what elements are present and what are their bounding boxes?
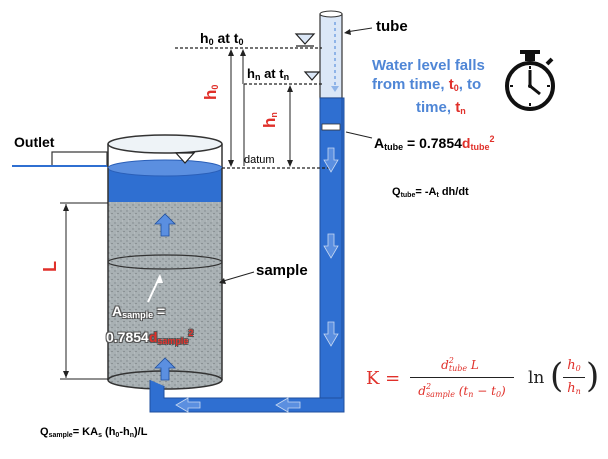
k-fraction-line	[410, 377, 514, 378]
ln-open-paren: (	[550, 356, 564, 396]
datum-label: datum	[244, 154, 275, 166]
water-level-triangle-icon	[174, 152, 196, 164]
outlet-label: Outlet	[14, 134, 55, 150]
k-lhs: K =	[366, 368, 401, 389]
h0-vertical-label: h0	[201, 84, 220, 100]
water-level-triangle-icon	[303, 71, 321, 81]
q-sample-formula: Qsample= KAs (h0-hn)/L	[40, 426, 148, 439]
a-sample-formula: Asample = 0.7854dsample2	[106, 303, 194, 346]
outlet-pipe	[51, 151, 108, 167]
ln-fraction-line	[563, 377, 585, 378]
cylinder-top-rim	[107, 134, 223, 154]
sample-label: sample	[256, 262, 308, 279]
ln-close-paren: )	[586, 356, 600, 396]
flow-arrow-icon	[323, 147, 339, 347]
water-level-falls-text: Water level falls from time, t0, to time…	[372, 57, 485, 116]
tube-label: tube	[376, 18, 408, 35]
k-denominator: d2sample (tn − t0)	[418, 382, 506, 399]
k-numerator: d2tube L	[441, 356, 479, 373]
h0-at-t0-label: h0 at t0	[200, 30, 244, 47]
water-level-triangle-icon	[294, 33, 316, 45]
ln-label: ln	[528, 368, 545, 388]
k-formula: K = d2tube L d2sample (tn − t0) ln ( h0 …	[366, 350, 602, 410]
q-tube-formula: Qtube= -At dh/dt	[392, 186, 469, 199]
a-tube-formula: Atube = 0.7854dtube2	[374, 134, 495, 152]
L-label: L	[40, 261, 60, 272]
hn-vertical-label: hn	[260, 112, 279, 128]
flow-arrow-icon	[154, 213, 176, 381]
flow-arrow-icon	[175, 397, 301, 413]
ln-numerator: h0	[567, 358, 581, 373]
ln-denominator: hn	[567, 381, 581, 396]
stopwatch-icon	[505, 50, 555, 111]
hn-at-tn-label: hn at tn	[247, 66, 290, 82]
standpipe-tube	[319, 13, 343, 99]
